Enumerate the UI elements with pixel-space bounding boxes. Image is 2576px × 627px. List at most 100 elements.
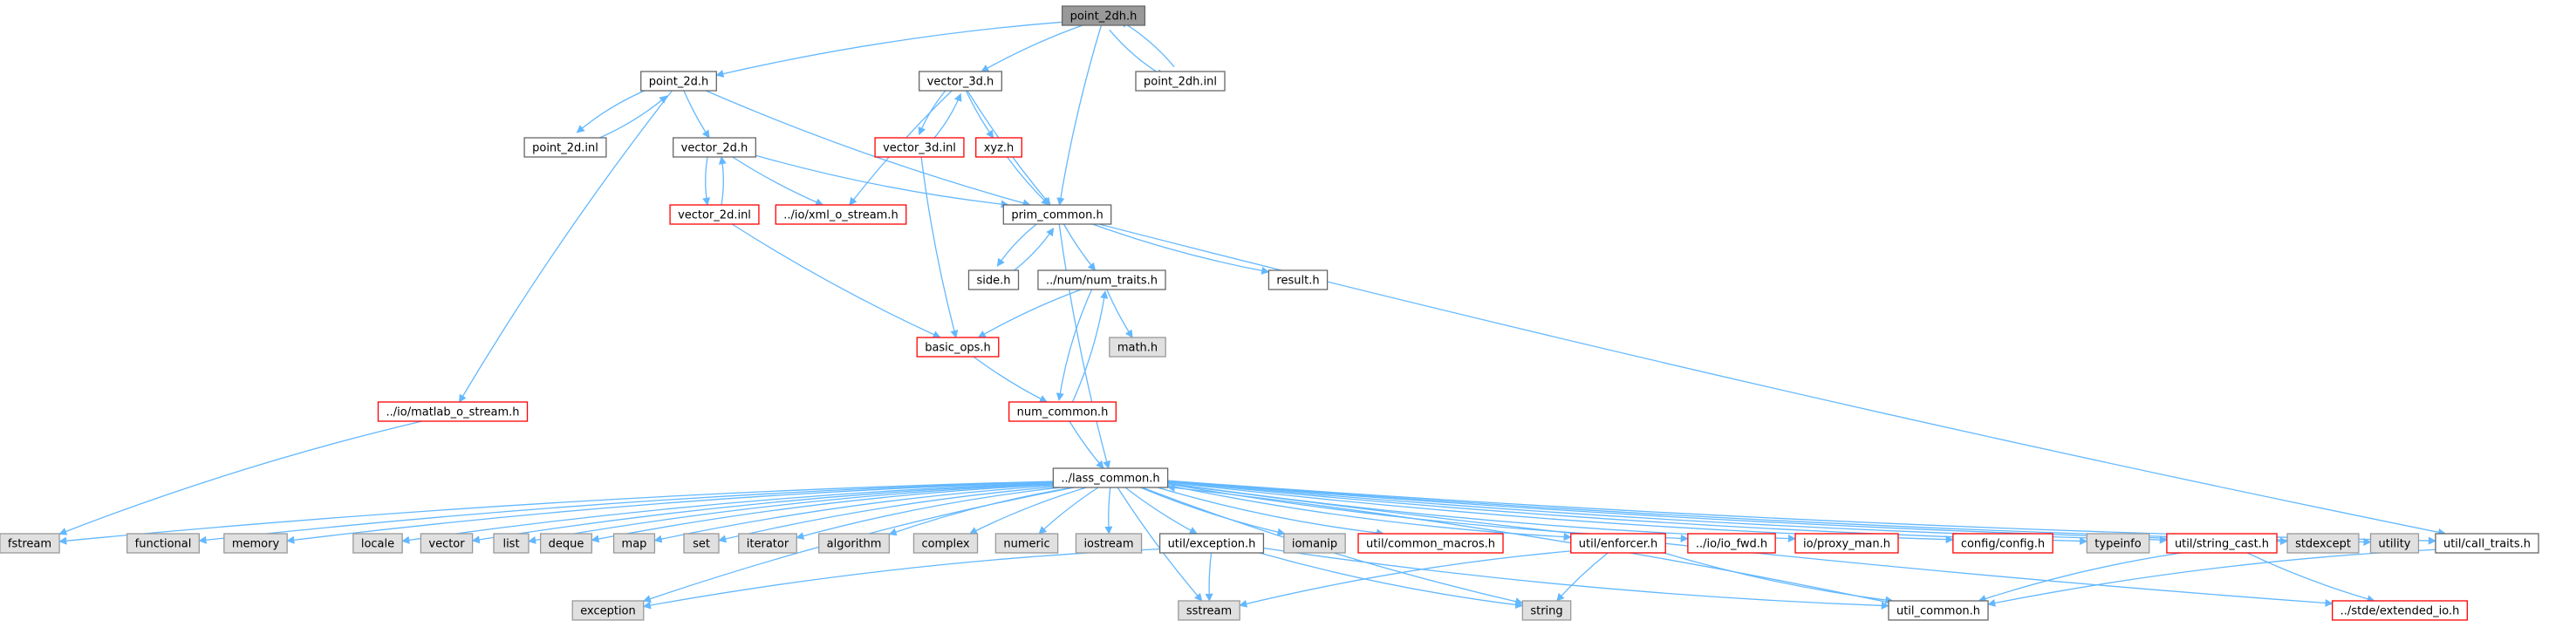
node-box[interactable] — [1283, 533, 1346, 554]
node-util-string-cast-h[interactable]: util/string_cast.h — [2166, 533, 2278, 554]
node-io-fwd-h[interactable]: ../io/io_fwd.h — [1687, 533, 1776, 554]
node-box[interactable] — [669, 204, 760, 225]
node-lass-common-h[interactable]: ../lass_common.h — [1052, 467, 1169, 488]
node-box[interactable] — [817, 533, 891, 554]
node-sstream[interactable]: sstream — [1178, 600, 1240, 621]
node-typeinfo[interactable]: typeinfo — [2086, 533, 2150, 554]
node-box[interactable] — [1521, 600, 1572, 621]
node-vector-3d-inl[interactable]: vector_3d.inl — [874, 137, 965, 158]
node-box[interactable] — [1075, 533, 1143, 554]
node-iomanip[interactable]: iomanip — [1283, 533, 1346, 554]
node-prim-common-h[interactable]: prim_common.h — [1002, 204, 1112, 225]
node-box[interactable] — [523, 137, 607, 158]
node-box[interactable] — [738, 533, 797, 554]
node-box[interactable] — [1158, 533, 1265, 554]
node-memory[interactable]: memory — [223, 533, 288, 554]
node-vector-3d-h[interactable]: vector_3d.h — [919, 71, 1002, 92]
node-util-common-h[interactable]: util_common.h — [1888, 600, 1989, 621]
node-box[interactable] — [640, 71, 717, 92]
node-box[interactable] — [916, 337, 1000, 358]
node-box[interactable] — [1135, 71, 1226, 92]
node-stdexcept[interactable]: stdexcept — [2286, 533, 2360, 554]
node-box[interactable] — [1357, 533, 1504, 554]
node-complex[interactable]: complex — [912, 533, 979, 554]
node-num-traits-h[interactable]: ../num/num_traits.h — [1037, 269, 1166, 290]
node-algorithm[interactable]: algorithm — [817, 533, 891, 554]
node-box[interactable] — [2086, 533, 2150, 554]
node-box[interactable] — [2332, 600, 2468, 621]
node-util-exception-h[interactable]: util/exception.h — [1158, 533, 1265, 554]
node-box[interactable] — [673, 137, 756, 158]
node-util-call-traits-h[interactable]: util/call_traits.h — [2435, 533, 2539, 554]
node-vector-2d-inl[interactable]: vector_2d.inl — [669, 204, 760, 225]
node-box[interactable] — [874, 137, 965, 158]
node-box[interactable] — [2166, 533, 2278, 554]
node-box[interactable] — [539, 533, 593, 554]
node-box[interactable] — [919, 71, 1002, 92]
node-box[interactable] — [994, 533, 1059, 554]
node-basic-ops-h[interactable]: basic_ops.h — [916, 337, 1000, 358]
node-box[interactable] — [352, 533, 403, 554]
node-box[interactable] — [1570, 533, 1666, 554]
node-box[interactable] — [1061, 5, 1146, 26]
node-fstream[interactable]: fstream — [0, 533, 60, 554]
node-box[interactable] — [1687, 533, 1776, 554]
node-point-2dh-h[interactable]: point_2dh.h — [1061, 5, 1146, 26]
node-point-2d-h[interactable]: point_2d.h — [640, 71, 717, 92]
node-box[interactable] — [612, 533, 656, 554]
node-numeric[interactable]: numeric — [994, 533, 1059, 554]
node-box[interactable] — [1052, 467, 1169, 488]
node-string[interactable]: string — [1521, 600, 1572, 621]
node-box[interactable] — [571, 600, 645, 621]
node-util-common-macros-h[interactable]: util/common_macros.h — [1357, 533, 1504, 554]
node-box[interactable] — [2369, 533, 2420, 554]
node-set[interactable]: set — [683, 533, 720, 554]
node-box[interactable] — [975, 137, 1022, 158]
node-xyz-h[interactable]: xyz.h — [975, 137, 1022, 158]
node-io-proxy-man-h[interactable]: io/proxy_man.h — [1794, 533, 1899, 554]
node-num-common-h[interactable]: num_common.h — [1008, 401, 1117, 422]
node-box[interactable] — [493, 533, 530, 554]
node-box[interactable] — [1109, 337, 1166, 358]
node-iostream[interactable]: iostream — [1075, 533, 1143, 554]
node-list[interactable]: list — [493, 533, 530, 554]
node-box[interactable] — [420, 533, 474, 554]
node-math-h[interactable]: math.h — [1109, 337, 1166, 358]
node-locale[interactable]: locale — [352, 533, 403, 554]
node-result-h[interactable]: result.h — [1268, 269, 1329, 290]
node-box[interactable] — [0, 533, 60, 554]
node-box[interactable] — [1888, 600, 1989, 621]
node-box[interactable] — [1002, 204, 1112, 225]
node-box[interactable] — [683, 533, 720, 554]
node-utility[interactable]: utility — [2369, 533, 2420, 554]
node-box[interactable] — [2435, 533, 2539, 554]
node-extended-io-h[interactable]: ../stde/extended_io.h — [2332, 600, 2468, 621]
node-iterator[interactable]: iterator — [738, 533, 797, 554]
node-box[interactable] — [912, 533, 979, 554]
node-vector-2d-h[interactable]: vector_2d.h — [673, 137, 756, 158]
node-functional[interactable]: functional — [126, 533, 200, 554]
node-matlab-o-stream-h[interactable]: ../io/matlab_o_stream.h — [377, 401, 529, 422]
node-box[interactable] — [1178, 600, 1240, 621]
node-config-config-h[interactable]: config/config.h — [1952, 533, 2053, 554]
node-exception[interactable]: exception — [571, 600, 645, 621]
node-vector[interactable]: vector — [420, 533, 474, 554]
node-box[interactable] — [967, 269, 1020, 290]
node-xml-o-stream-h[interactable]: ../io/xml_o_stream.h — [775, 204, 907, 225]
node-side-h[interactable]: side.h — [967, 269, 1020, 290]
node-box[interactable] — [223, 533, 288, 554]
node-box[interactable] — [1952, 533, 2053, 554]
node-util-enforcer-h[interactable]: util/enforcer.h — [1570, 533, 1666, 554]
node-box[interactable] — [126, 533, 200, 554]
node-point-2dh-inl[interactable]: point_2dh.inl — [1135, 71, 1226, 92]
node-box[interactable] — [1008, 401, 1117, 422]
node-box[interactable] — [377, 401, 529, 422]
node-point-2d-inl[interactable]: point_2d.inl — [523, 137, 607, 158]
node-box[interactable] — [1268, 269, 1329, 290]
node-map[interactable]: map — [612, 533, 656, 554]
node-deque[interactable]: deque — [539, 533, 593, 554]
node-box[interactable] — [2286, 533, 2360, 554]
node-box[interactable] — [1037, 269, 1166, 290]
node-box[interactable] — [775, 204, 907, 225]
node-box[interactable] — [1794, 533, 1899, 554]
